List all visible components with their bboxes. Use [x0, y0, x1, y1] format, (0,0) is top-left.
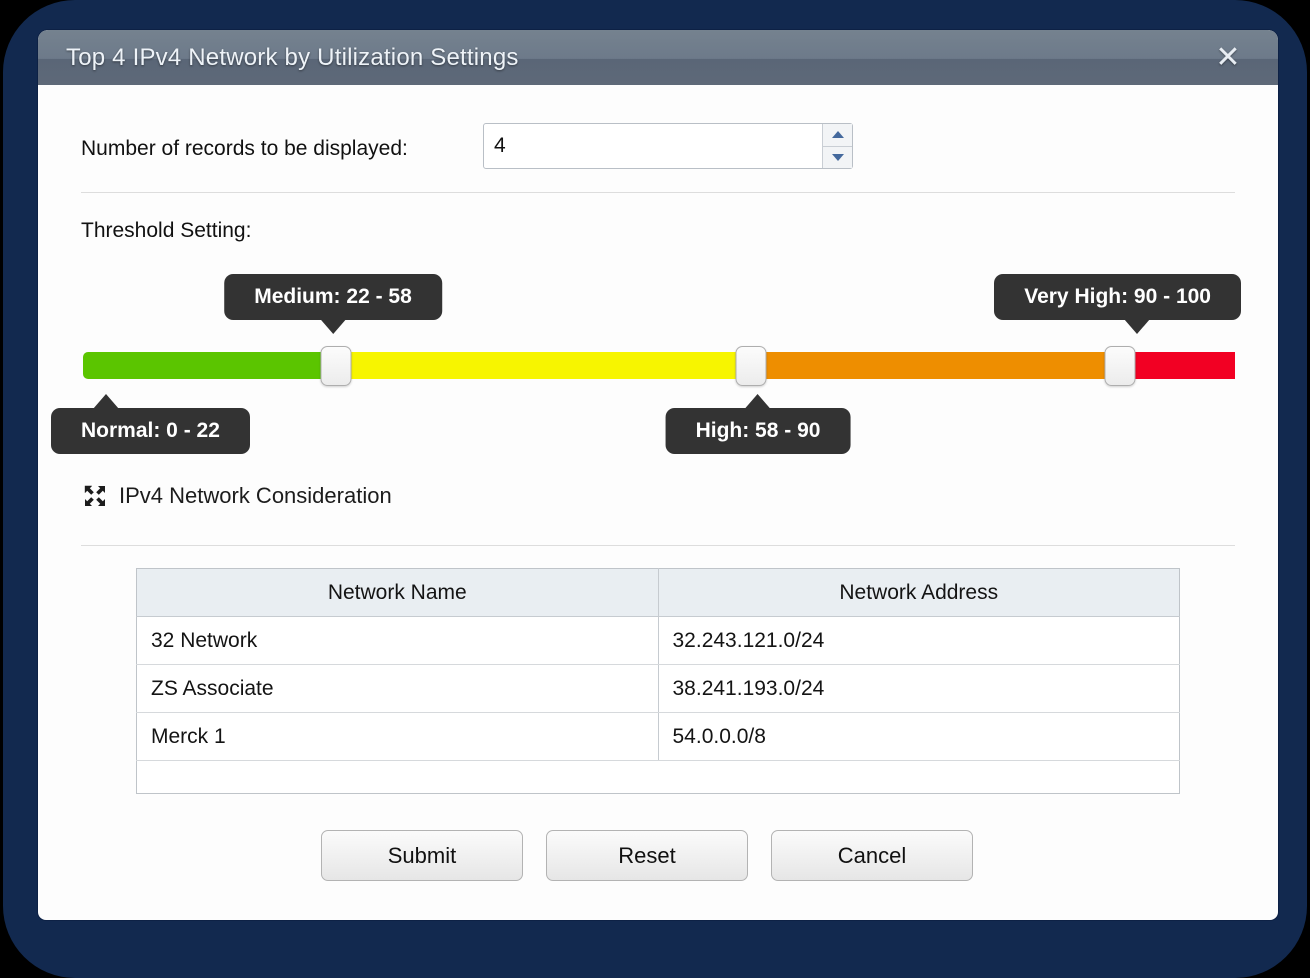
settings-dialog: Top 4 IPv4 Network by Utilization Settin…	[38, 30, 1278, 920]
table-header-row: Network Name Network Address	[136, 568, 1180, 617]
window-frame: Top 4 IPv4 Network by Utilization Settin…	[3, 0, 1307, 978]
empty-cell	[136, 760, 1180, 794]
reset-button[interactable]: Reset	[546, 830, 748, 881]
arrow-down-icon	[831, 153, 844, 161]
section-title: IPv4 Network Consideration	[119, 483, 392, 508]
network-table: Network Name Network Address 32 Network …	[136, 568, 1180, 794]
tooltip-normal: Normal: 0 - 22	[51, 394, 250, 454]
arrow-up-icon	[831, 131, 844, 139]
network-name-cell[interactable]: ZS Associate	[136, 664, 658, 713]
threshold-handle-58[interactable]	[735, 345, 767, 386]
tooltip-medium-text: Medium: 22 - 58	[254, 285, 412, 308]
column-header-network-name[interactable]: Network Name	[136, 568, 658, 617]
threshold-slider: Medium: 22 - 58 Very High: 90 - 100 Norm…	[51, 270, 1241, 455]
tooltip-high: High: 58 - 90	[665, 394, 851, 454]
dialog-body: Number of records to be displayed: Thres…	[38, 85, 1278, 920]
network-name-cell[interactable]: 32 Network	[136, 616, 658, 665]
divider	[81, 192, 1235, 193]
table-row[interactable]: 32 Network 32.243.121.0/24	[136, 616, 1180, 665]
close-icon[interactable]: ✕	[1215, 41, 1241, 74]
tooltip-arrow	[93, 394, 119, 409]
dialog-titlebar: Top 4 IPv4 Network by Utilization Settin…	[38, 30, 1278, 85]
threshold-handle-22[interactable]	[320, 345, 352, 386]
tooltip-arrow	[1124, 319, 1151, 334]
records-count-input[interactable]	[484, 124, 822, 168]
threshold-track[interactable]	[83, 345, 1235, 386]
stepper-up-button[interactable]	[823, 124, 852, 147]
table-row[interactable]: Merck 1 54.0.0.0/8	[136, 712, 1180, 761]
stepper-down-button[interactable]	[823, 146, 852, 168]
tooltip-arrow	[319, 319, 346, 334]
cancel-button[interactable]: Cancel	[771, 830, 973, 881]
divider	[81, 545, 1235, 546]
threshold-segment-medium	[336, 352, 752, 379]
table-row[interactable]: ZS Associate 38.241.193.0/24	[136, 664, 1180, 713]
dialog-title: Top 4 IPv4 Network by Utilization Settin…	[66, 43, 519, 71]
tooltip-very-high: Very High: 90 - 100	[994, 274, 1241, 334]
tooltip-high-text: High: 58 - 90	[695, 419, 821, 442]
threshold-setting-label: Threshold Setting:	[81, 219, 252, 242]
network-address-cell[interactable]: 54.0.0.0/8	[657, 712, 1180, 761]
tooltip-arrow	[745, 394, 771, 409]
threshold-handle-90[interactable]	[1104, 345, 1136, 386]
expand-arrows-icon[interactable]	[83, 484, 107, 508]
threshold-segment-very-high	[1119, 352, 1235, 379]
section-header: IPv4 Network Consideration	[83, 483, 392, 509]
threshold-segment-high	[751, 352, 1120, 379]
network-address-cell[interactable]: 38.241.193.0/24	[657, 664, 1180, 713]
tooltip-medium: Medium: 22 - 58	[224, 274, 442, 334]
tooltip-normal-text: Normal: 0 - 22	[81, 419, 220, 442]
records-count-label: Number of records to be displayed:	[81, 137, 408, 160]
network-address-cell[interactable]: 32.243.121.0/24	[657, 616, 1180, 665]
records-count-stepper	[822, 124, 852, 168]
tooltip-very-high-text: Very High: 90 - 100	[1024, 285, 1211, 308]
column-header-network-address[interactable]: Network Address	[657, 568, 1180, 617]
network-name-cell[interactable]: Merck 1	[136, 712, 658, 761]
records-count-field	[483, 123, 853, 169]
submit-button[interactable]: Submit	[321, 830, 523, 881]
threshold-segment-normal	[83, 352, 337, 379]
table-empty-row	[136, 760, 1180, 794]
